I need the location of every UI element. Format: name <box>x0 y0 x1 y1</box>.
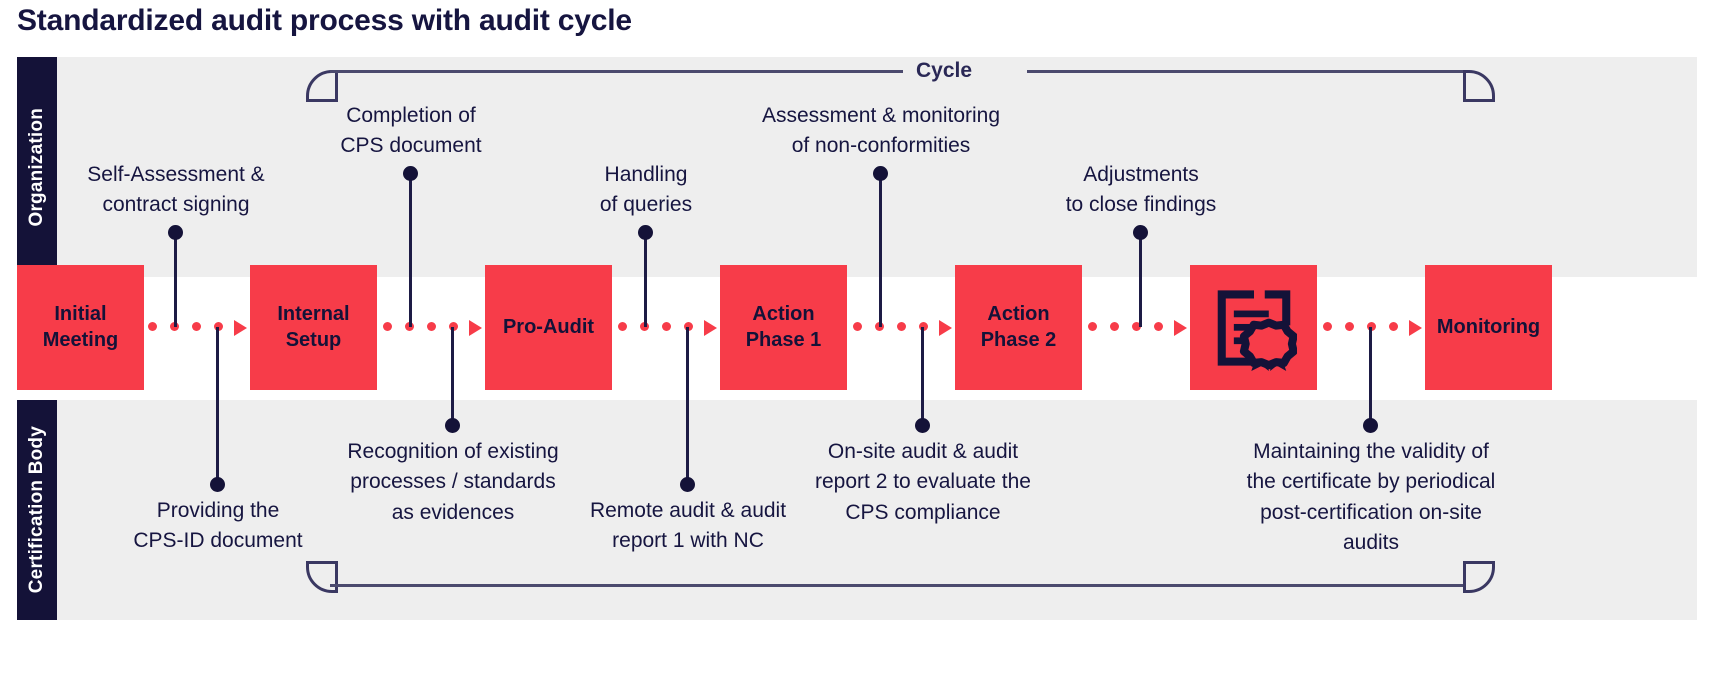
connector-dot <box>1323 322 1332 331</box>
connector-5 <box>1088 320 1188 336</box>
callout-stem <box>644 232 647 327</box>
connector-dot <box>383 322 392 331</box>
connector-3 <box>618 320 718 336</box>
connector-arrow-icon <box>1409 320 1422 336</box>
connector-dot <box>853 322 862 331</box>
callout-stem <box>216 327 219 484</box>
callout-stem <box>686 327 689 484</box>
bracket-corner-top-left <box>306 70 338 102</box>
certification-body-lane-background <box>17 400 1697 620</box>
connector-dot <box>1389 322 1398 331</box>
connector-arrow-icon <box>234 320 247 336</box>
callout-stem <box>409 173 412 327</box>
connector-4 <box>853 320 953 336</box>
certificate-icon <box>1217 289 1297 371</box>
process-step-label: Pro-Audit <box>502 315 595 338</box>
callout-knob <box>403 166 418 181</box>
connector-dot <box>618 322 627 331</box>
connector-arrow-icon <box>704 320 717 336</box>
connector-dot <box>662 322 671 331</box>
connector-dot <box>427 322 436 331</box>
page-title: Standardized audit process with audit cy… <box>17 4 632 37</box>
callout-knob <box>210 477 225 492</box>
connector-dot <box>1154 322 1163 331</box>
callout-stem <box>451 327 454 425</box>
lane-label-certification-body-text: Certification Body <box>26 426 47 594</box>
callout-knob <box>168 225 183 240</box>
callout-knob <box>445 418 460 433</box>
connector-dot <box>1110 322 1119 331</box>
connector-dot <box>1367 322 1376 331</box>
process-step-label: Monitoring <box>1436 315 1541 338</box>
connector-2 <box>383 320 483 336</box>
lane-label-certification-body: Certification Body <box>17 400 57 620</box>
callout-stem <box>1139 232 1142 327</box>
bracket-line-bottom <box>330 584 1464 587</box>
callout-stem <box>1369 327 1372 425</box>
connector-dot <box>214 322 223 331</box>
process-step-monitoring[interactable]: Monitoring <box>1425 265 1552 390</box>
callout-knob <box>680 477 695 492</box>
callout-knob <box>873 166 888 181</box>
callout-knob <box>1363 418 1378 433</box>
connector-dot <box>919 322 928 331</box>
connector-arrow-icon <box>469 320 482 336</box>
bracket-line-top-right <box>1027 70 1464 73</box>
connector-dot <box>684 322 693 331</box>
connector-6 <box>1323 320 1423 336</box>
callout-self-assessment: Self-Assessment &contract signing <box>87 163 265 217</box>
connector-dot <box>1345 322 1354 331</box>
callout-stem <box>921 327 924 425</box>
organization-lane-background <box>17 57 1697 277</box>
connector-dot <box>449 322 458 331</box>
connector-dot <box>1132 322 1141 331</box>
connector-dot <box>1088 322 1097 331</box>
callout-stem <box>879 173 882 327</box>
connector-1 <box>148 320 248 336</box>
lane-label-organization: Organization <box>17 57 57 277</box>
callout-knob <box>915 418 930 433</box>
callout-knob <box>1133 225 1148 240</box>
callout-stem <box>174 232 177 327</box>
connector-dot <box>897 322 906 331</box>
cycle-label: Cycle <box>903 59 986 83</box>
connector-arrow-icon <box>1174 320 1187 336</box>
connector-arrow-icon <box>939 320 952 336</box>
connector-dot <box>148 322 157 331</box>
process-step-certification[interactable] <box>1190 265 1317 390</box>
process-step-pro-audit[interactable]: Pro-Audit <box>485 265 612 390</box>
bracket-line-top-left <box>330 70 905 73</box>
callout-knob <box>638 225 653 240</box>
connector-dot <box>192 322 201 331</box>
